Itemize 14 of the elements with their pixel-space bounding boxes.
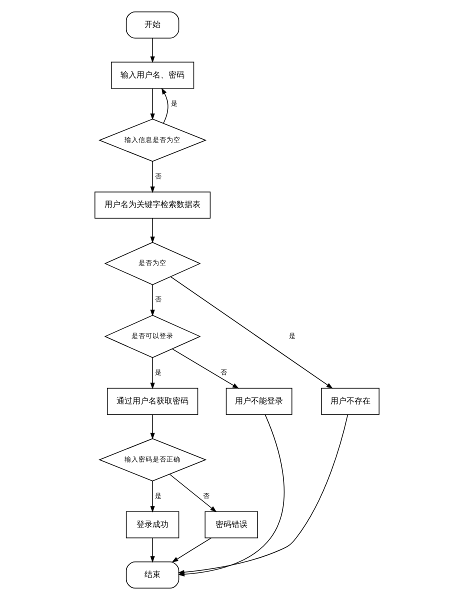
arrow [169,474,217,512]
arrow [150,284,155,316]
arrow [150,538,155,563]
arrow [150,480,155,513]
arrow [150,88,155,120]
arrow [150,414,155,440]
arrow [172,538,212,562]
arrow [161,88,168,124]
arrow [150,357,155,390]
arrow [150,38,155,63]
arrow [150,218,155,244]
arrow [172,348,240,389]
arrow [170,276,333,389]
arrow [150,161,155,194]
